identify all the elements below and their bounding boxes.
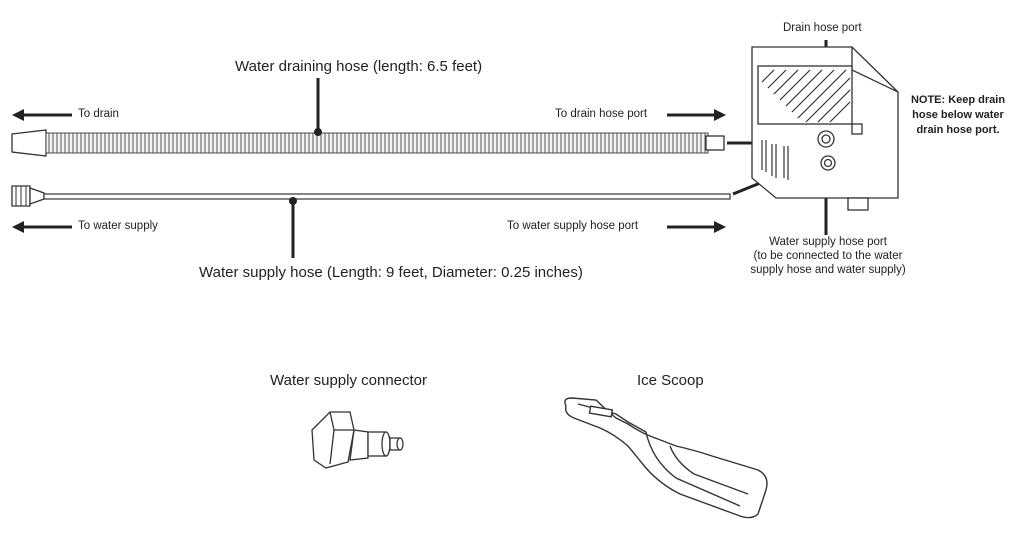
note-text: NOTE: Keep drain hose below water drain … (900, 93, 1016, 138)
to-drain-port-label: To drain hose port (555, 108, 648, 120)
to-water-supply-port-label: To water supply hose port (507, 220, 639, 232)
draining-hose-label: Water draining hose (length: 6.5 feet) (235, 58, 483, 75)
leader-lines (289, 78, 322, 258)
ice-scoop (564, 397, 768, 519)
to-water-supply-label: To water supply (78, 220, 158, 232)
water-supply-hose (11, 185, 731, 207)
note-line1: NOTE: Keep drain (910, 94, 1006, 106)
ice-maker-back (751, 46, 899, 211)
note-line2: hose below water (912, 109, 1004, 121)
water-supply-connector (311, 411, 404, 469)
connector-label: Water supply connector (270, 372, 428, 389)
scoop-label: Ice Scoop (637, 372, 704, 389)
supply-hose-label: Water supply hose (Length: 9 feet, Diame… (199, 264, 583, 281)
draining-hose (11, 129, 725, 157)
water-supply-port-label: Water supply hose port (to be connected … (730, 235, 926, 277)
water-supply-port-line1: Water supply hose port (769, 236, 887, 248)
drain-hose-port-label: Drain hose port (783, 22, 862, 34)
to-drain-label: To drain (78, 108, 119, 120)
water-supply-port-line3: supply hose and water supply) (750, 264, 906, 276)
note-line3: drain hose port. (916, 124, 1000, 136)
water-supply-port-line2: (to be connected to the water (753, 250, 903, 262)
